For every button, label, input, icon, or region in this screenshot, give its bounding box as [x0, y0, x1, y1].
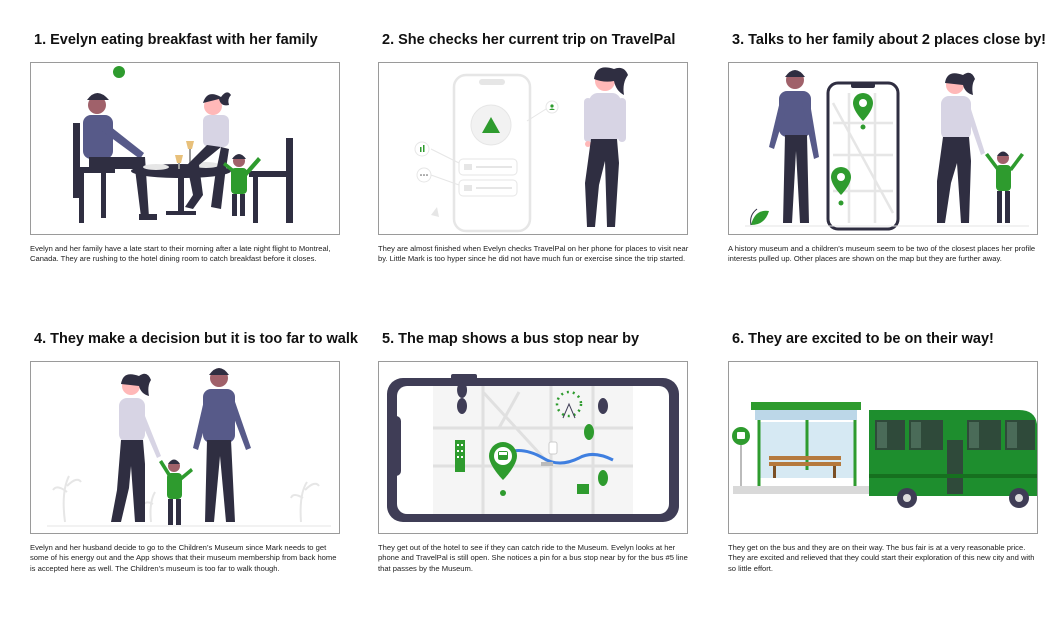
panel-caption: A history museum and a children’s museum…: [728, 244, 1036, 264]
panel-caption: Evelyn and her husband decide to go to t…: [30, 543, 337, 573]
green-dot-icon: [113, 66, 125, 78]
panel-caption: Evelyn and her family have a late start …: [30, 244, 331, 264]
panel-title: 4. They make a decision but it is too fa…: [34, 331, 358, 347]
story-panel-1: 1. Evelyn eating breakfast with her fami…: [30, 30, 356, 263]
panel-title: 2. She checks her current trip on Travel…: [382, 32, 676, 48]
story-panel-4: 4. They make a decision but it is too fa…: [30, 329, 358, 573]
bus-ride-illustration: [732, 402, 1037, 508]
phone-app-illustration: [414, 67, 628, 233]
chart-icon: [414, 141, 430, 157]
story-panel-6: 6. They are excited to be on their way!: [728, 329, 1054, 573]
panel-title: 1. Evelyn eating breakfast with her fami…: [34, 32, 318, 48]
panel-title: 5. The map shows a bus stop near by: [382, 331, 640, 347]
illustration-frame: [378, 361, 688, 534]
illustration-frame: [378, 62, 688, 235]
bus-stop-map-illustration: [387, 374, 679, 522]
play-triangle-icon: [482, 117, 500, 133]
panel-title: 6. They are excited to be on their way!: [732, 331, 994, 347]
location-pin-icon: [831, 167, 851, 206]
illustration-frame: [728, 62, 1038, 235]
location-pin-icon: [853, 93, 873, 130]
panel-caption: They get out of the hotel to see if they…: [378, 543, 688, 573]
panel-caption: They get on the bus and they are on thei…: [728, 543, 1035, 573]
walking-decision-illustration: [47, 368, 331, 527]
map-discussion-illustration: [745, 70, 1029, 231]
story-panel-2: 2. She checks her current trip on Travel…: [378, 30, 704, 263]
panel-caption: They are almost finished when Evelyn che…: [378, 244, 689, 264]
illustration-frame: [30, 62, 340, 235]
story-panel-5: 5. The map shows a bus stop near by: [378, 329, 704, 573]
panel-title: 3. Talks to her family about 2 places cl…: [732, 32, 1047, 48]
illustration-frame: [728, 361, 1038, 534]
story-panel-3: 3. Talks to her family about 2 places cl…: [728, 30, 1054, 263]
breakfast-illustration: [73, 66, 293, 223]
bus-icon: [489, 442, 517, 496]
illustration-frame: [30, 361, 340, 534]
